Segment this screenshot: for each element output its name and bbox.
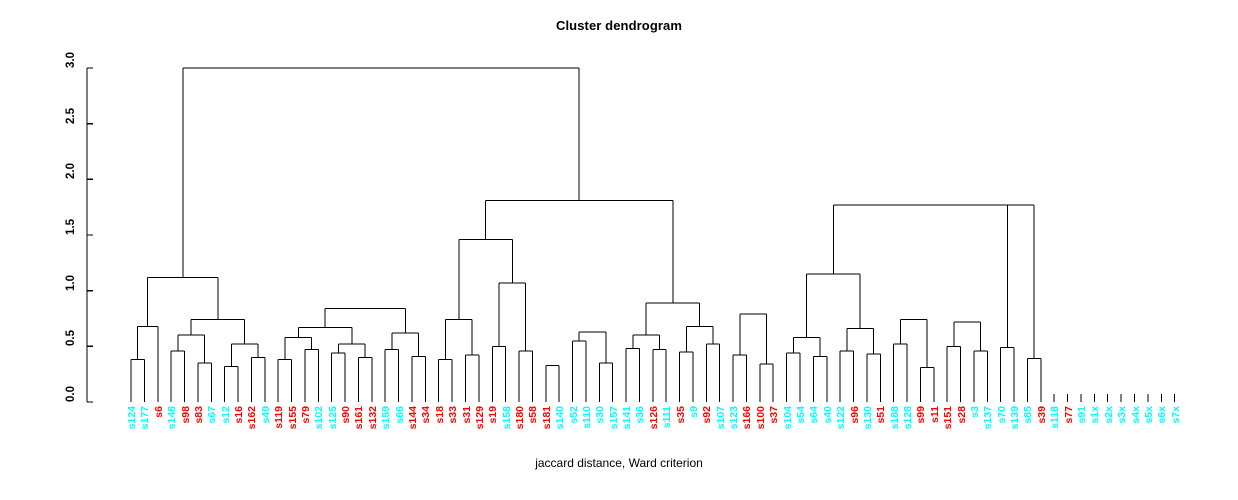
leaf-label: s124 [126, 406, 138, 430]
leaf-label: s40 [821, 406, 834, 424]
leaf-label: s99 [915, 406, 928, 424]
leaf-label: s118 [1049, 406, 1062, 429]
leaf-label: s155 [286, 406, 299, 430]
leaf-label: s85 [1022, 406, 1035, 424]
leaf-label: s18 [433, 406, 446, 424]
leaf-label: s137 [982, 406, 995, 430]
leaf-label: s188 [888, 406, 901, 430]
leaf-label: s9 [687, 406, 700, 418]
leaf-label: s166 [741, 406, 754, 430]
leaf-label: s83 [192, 406, 205, 424]
leaf-label: s110 [580, 406, 593, 429]
leaf-label: s67 [206, 406, 219, 424]
leaf-label: s162 [246, 406, 259, 430]
leaf-label: s66 [393, 406, 406, 424]
leaf-label: s31 [460, 406, 473, 424]
leaf-label: s98 [179, 406, 192, 424]
leaf-label: s111 [661, 406, 674, 429]
leaf-label: s125 [326, 406, 339, 430]
leaf-label: s34 [420, 406, 433, 424]
leaf-label: s52 [567, 406, 580, 424]
leaf-label: s141 [621, 406, 634, 430]
leaf-label: s79 [299, 406, 312, 424]
leaf-label: s158 [500, 406, 513, 430]
leaf-label: s6 [152, 406, 165, 418]
leaf-label: s16 [233, 406, 246, 424]
leaf-label: s39 [1035, 406, 1048, 424]
leaf-label: s3 [968, 406, 981, 418]
leaf-label: s180 [514, 406, 527, 430]
leaf-label: s5x [1142, 406, 1155, 424]
leaf-label: s92 [701, 406, 714, 424]
leaf-label: s102 [313, 406, 326, 430]
leaf-label: s19 [487, 406, 500, 424]
leaf-label: s161 [353, 406, 366, 430]
leaf-label: s144 [406, 406, 419, 430]
leaf-label: s107 [714, 406, 727, 430]
leaf-label: s126 [647, 406, 660, 430]
leaf-label: s58 [527, 406, 540, 424]
leaf-label: s7x [1169, 406, 1182, 424]
leaf-label: s91 [1075, 406, 1088, 424]
leaf-label: s2x [1102, 406, 1115, 424]
leaf-label: s122 [835, 406, 848, 430]
leaf-label: s177 [139, 406, 152, 430]
leaf-label: s128 [902, 406, 915, 430]
leaf-label: s140 [554, 406, 567, 430]
leaf-label: s12 [219, 406, 232, 424]
leaf-label: s157 [607, 406, 620, 430]
leaf-label: s3x [1116, 406, 1129, 424]
x-axis-label: jaccard distance, Ward criterion [535, 456, 703, 470]
leaf-label: s129 [473, 406, 486, 430]
leaf-label: s37 [768, 406, 781, 424]
leaf-label: s151 [942, 406, 955, 430]
leaf-label: s30 [594, 406, 607, 424]
leaf-label: s148 [166, 406, 179, 430]
leaf-label: s11 [928, 406, 941, 423]
leaf-label: s90 [340, 406, 353, 424]
leaf-label: s4x [1129, 406, 1142, 424]
leaf-label: s119 [273, 406, 286, 429]
leaf-label: s33 [447, 406, 460, 424]
leaf-label: s36 [634, 406, 647, 424]
leaf-label: s139 [1009, 406, 1022, 430]
page-title: Cluster dendrogram [555, 18, 683, 33]
leaf-label: s104 [781, 406, 794, 430]
leaf-label: s130 [861, 406, 874, 430]
leaf-label: s96 [848, 406, 861, 424]
leaf-label: s100 [754, 406, 767, 430]
leaf-label: s54 [795, 406, 807, 424]
leaf-label: s28 [955, 406, 968, 424]
leaf-label: s64 [808, 406, 821, 424]
leaf-label: s123 [728, 406, 741, 430]
leaf-label: s49 [259, 406, 272, 424]
leaf-label: s132 [366, 406, 379, 430]
leaf-label: s1x [1089, 406, 1102, 424]
leaf-label: s6x [1156, 406, 1169, 424]
leaf-label: s181 [540, 406, 553, 430]
leaf-label: s51 [875, 406, 888, 424]
leaf-label: s70 [995, 406, 1008, 424]
leaf-label: s77 [1062, 406, 1075, 424]
leaf-label: s35 [674, 406, 687, 424]
leaf-label: s159 [380, 406, 393, 430]
